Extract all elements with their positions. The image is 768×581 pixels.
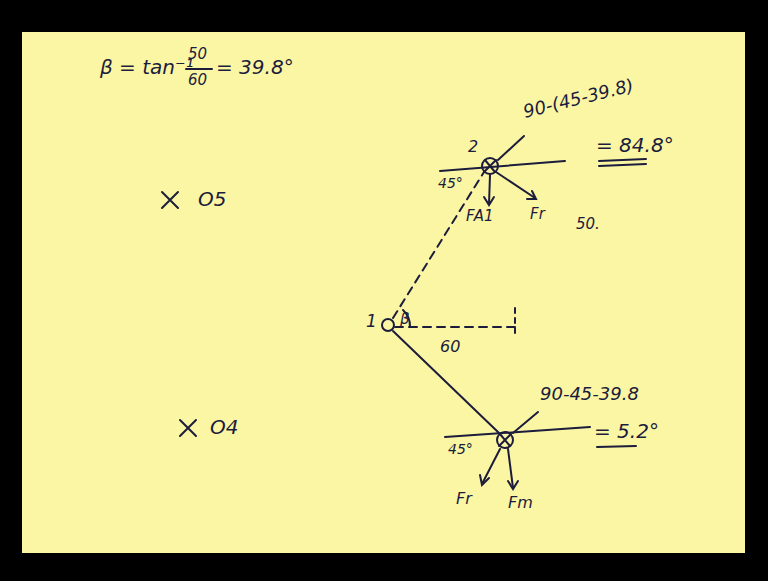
annotation-label: β = tan⁻¹: [100, 56, 194, 78]
annotation-label: 2: [468, 138, 478, 156]
annotation-label: O4: [210, 416, 238, 438]
annotation-label: 60: [188, 72, 207, 89]
annotation-label: Fr: [530, 206, 545, 223]
joint-scribble: [499, 434, 511, 446]
leader-line: [513, 412, 538, 433]
dashed-link: [393, 172, 484, 318]
arrow-head: [480, 475, 489, 485]
annotation-label: O5: [198, 188, 226, 210]
annotation-label: 1: [366, 312, 377, 331]
annotation-label: 90-45-39.8: [540, 384, 639, 404]
annotation-label: = 84.8°: [596, 134, 674, 156]
joint-circle: [382, 319, 394, 331]
arrow-head: [508, 481, 518, 489]
underline: [599, 159, 646, 161]
paper-background: [22, 32, 745, 553]
annotation-label: 50: [188, 46, 207, 63]
force-arrow: [489, 175, 490, 204]
pivot-mark: [180, 420, 196, 436]
arrow-head: [527, 191, 536, 199]
dashed-height: [514, 308, 516, 334]
dashed-baseline: [395, 326, 515, 328]
annotation-label: 60: [440, 338, 460, 356]
annotation-label: 45°: [448, 442, 473, 457]
annotation-label: Fm: [508, 494, 533, 512]
annotation-label: = 5.2°: [594, 420, 659, 442]
joint-circle: [497, 432, 513, 448]
pivot-mark: [162, 192, 178, 208]
arrow-head: [484, 197, 494, 205]
annotation-label: 90-(45-39.8): [521, 75, 635, 122]
annotation-label: Fr: [456, 490, 472, 508]
leader-line: [498, 136, 524, 160]
annotation-label: = 39.8°: [216, 56, 294, 78]
force-arrow: [496, 172, 535, 198]
underline: [599, 164, 646, 166]
tangent-line: [440, 161, 565, 171]
annotation-label: 45°: [438, 176, 463, 191]
annotation-label: 50.: [576, 216, 600, 233]
link-line: [393, 331, 499, 433]
annotation-label: β: [400, 311, 410, 328]
annotation-label: FA1: [466, 208, 494, 225]
underline: [597, 446, 636, 447]
force-arrow: [482, 449, 500, 484]
